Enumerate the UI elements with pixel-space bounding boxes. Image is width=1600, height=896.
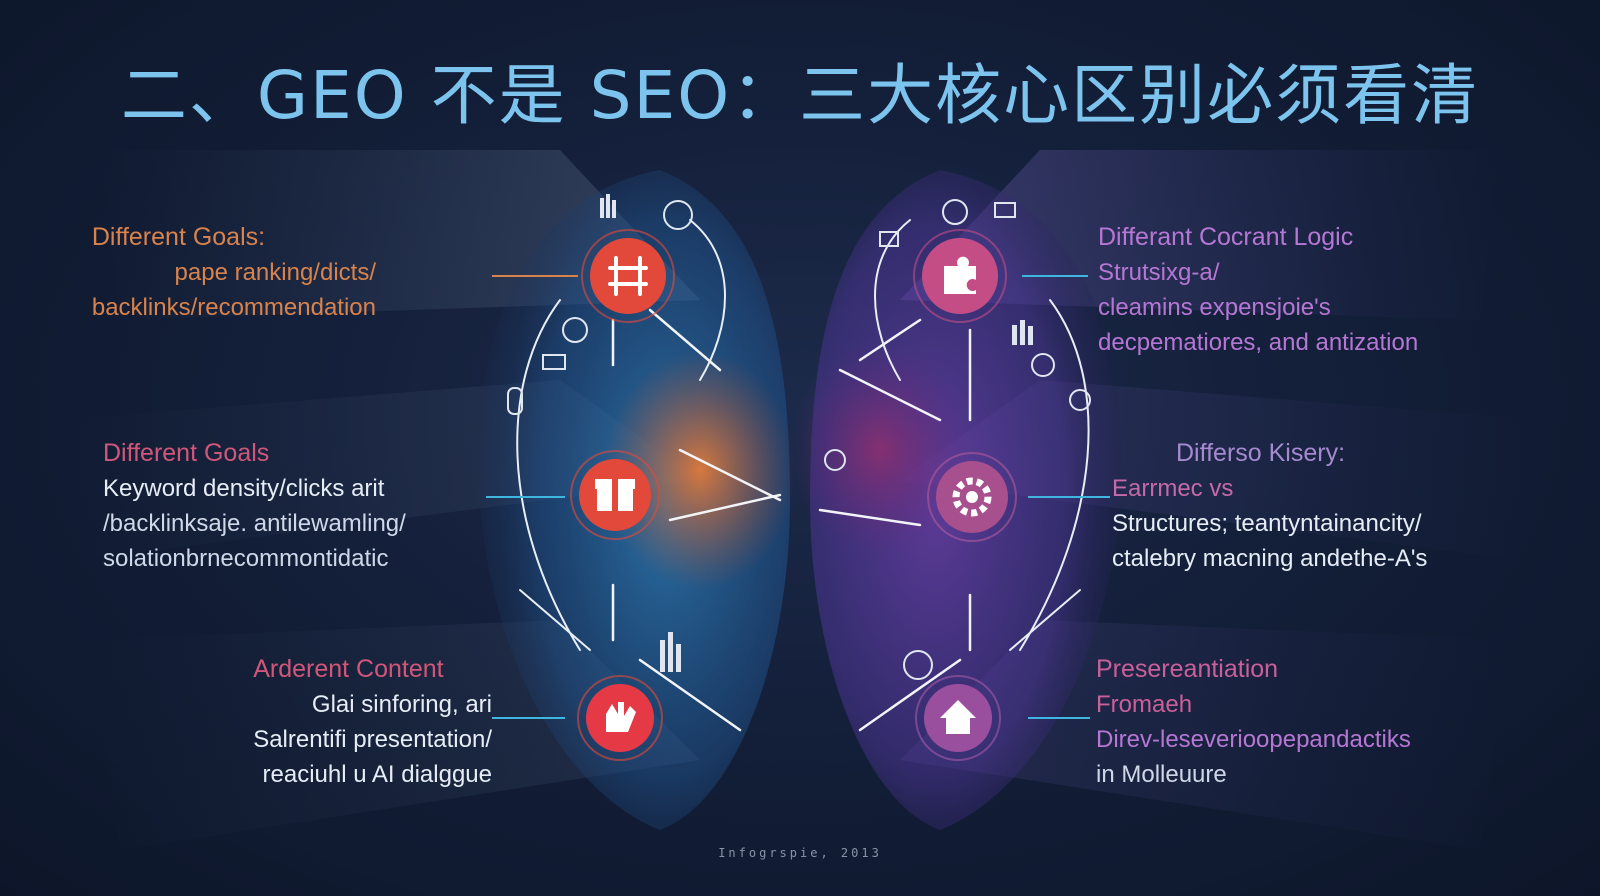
left-block2-heading: Different Goals xyxy=(103,439,270,467)
right-block1-line-1: Strutsixg-a/ xyxy=(1098,259,1220,286)
right-block3-line-3: in Molleuure xyxy=(1096,761,1227,788)
left-block3-line-1: Glai sinforing, ari xyxy=(311,691,492,718)
right-block2-line-3: ctalebry macning andethe-A's xyxy=(1112,545,1428,572)
page-title: 二、GEO 不是 SEO：三大核心区别必须看清 xyxy=(120,57,1480,134)
right-block2-line-1: Earrmec vs xyxy=(1112,475,1234,502)
grid-network-icon xyxy=(581,229,675,323)
left-block3-line-2: Salrentifi presentation/ xyxy=(253,726,492,753)
decorative-glyphs xyxy=(507,194,1091,680)
cross-arrows xyxy=(611,308,972,732)
house-icon xyxy=(915,675,1001,761)
right-block-discovery: Differso Kisery: Earrmec vs Structures; … xyxy=(1112,436,1427,576)
left-block2-line-1: Keyword density/clicks arit xyxy=(103,475,385,502)
left-block3-heading: Arderent Content xyxy=(253,655,444,683)
gift-box-icon xyxy=(570,450,660,540)
right-block3-line-1: Fromaeh xyxy=(1096,691,1193,718)
hand-icon xyxy=(577,675,663,761)
right-block2-line-2: Structures; teantyntainancity/ xyxy=(1112,510,1422,537)
left-block1-line-2: backlinks/recommendation xyxy=(91,294,376,321)
puzzle-piece-icon xyxy=(913,229,1007,323)
left-block1-heading: Different Goals: xyxy=(91,223,266,251)
right-block1-line-2: cleamins expensjoie's xyxy=(1098,294,1331,321)
right-block1-line-3: decpematiores, and antization xyxy=(1098,329,1419,356)
right-block-logic: Differant Cocrant Logic Strutsixg-a/ cle… xyxy=(1098,220,1418,360)
right-block1-heading: Differant Cocrant Logic xyxy=(1098,223,1354,251)
left-block-content: Arderent Content Glai sinforing, ari Sal… xyxy=(253,652,492,792)
left-block3-line-3: reaciuhl u AI dialggue xyxy=(262,761,493,788)
leader-lines xyxy=(486,275,1110,719)
gear-icon xyxy=(927,452,1017,542)
right-block3-heading: Presereantiation xyxy=(1096,655,1279,683)
left-block2-line-3: solationbrnecommontidatic xyxy=(103,545,389,572)
right-block2-heading: Differso Kisery: xyxy=(1176,439,1346,467)
footer-caption: Infogrspie, 2013 xyxy=(718,846,882,860)
left-block1-line-1: pape ranking/dicts/ xyxy=(174,259,376,286)
right-block3-line-2: Direv-leseverioopepandactiks xyxy=(1096,726,1411,753)
left-block-goals: Different Goals: pape ranking/dicts/ bac… xyxy=(92,220,376,325)
left-block2-line-2: /backlinksaje. antilewamling/ xyxy=(103,510,406,537)
right-block-presentation: Presereantiation Fromaeh Direv-leseverio… xyxy=(1096,652,1411,792)
left-block-keywords: Different Goals Keyword density/clicks a… xyxy=(103,436,406,576)
